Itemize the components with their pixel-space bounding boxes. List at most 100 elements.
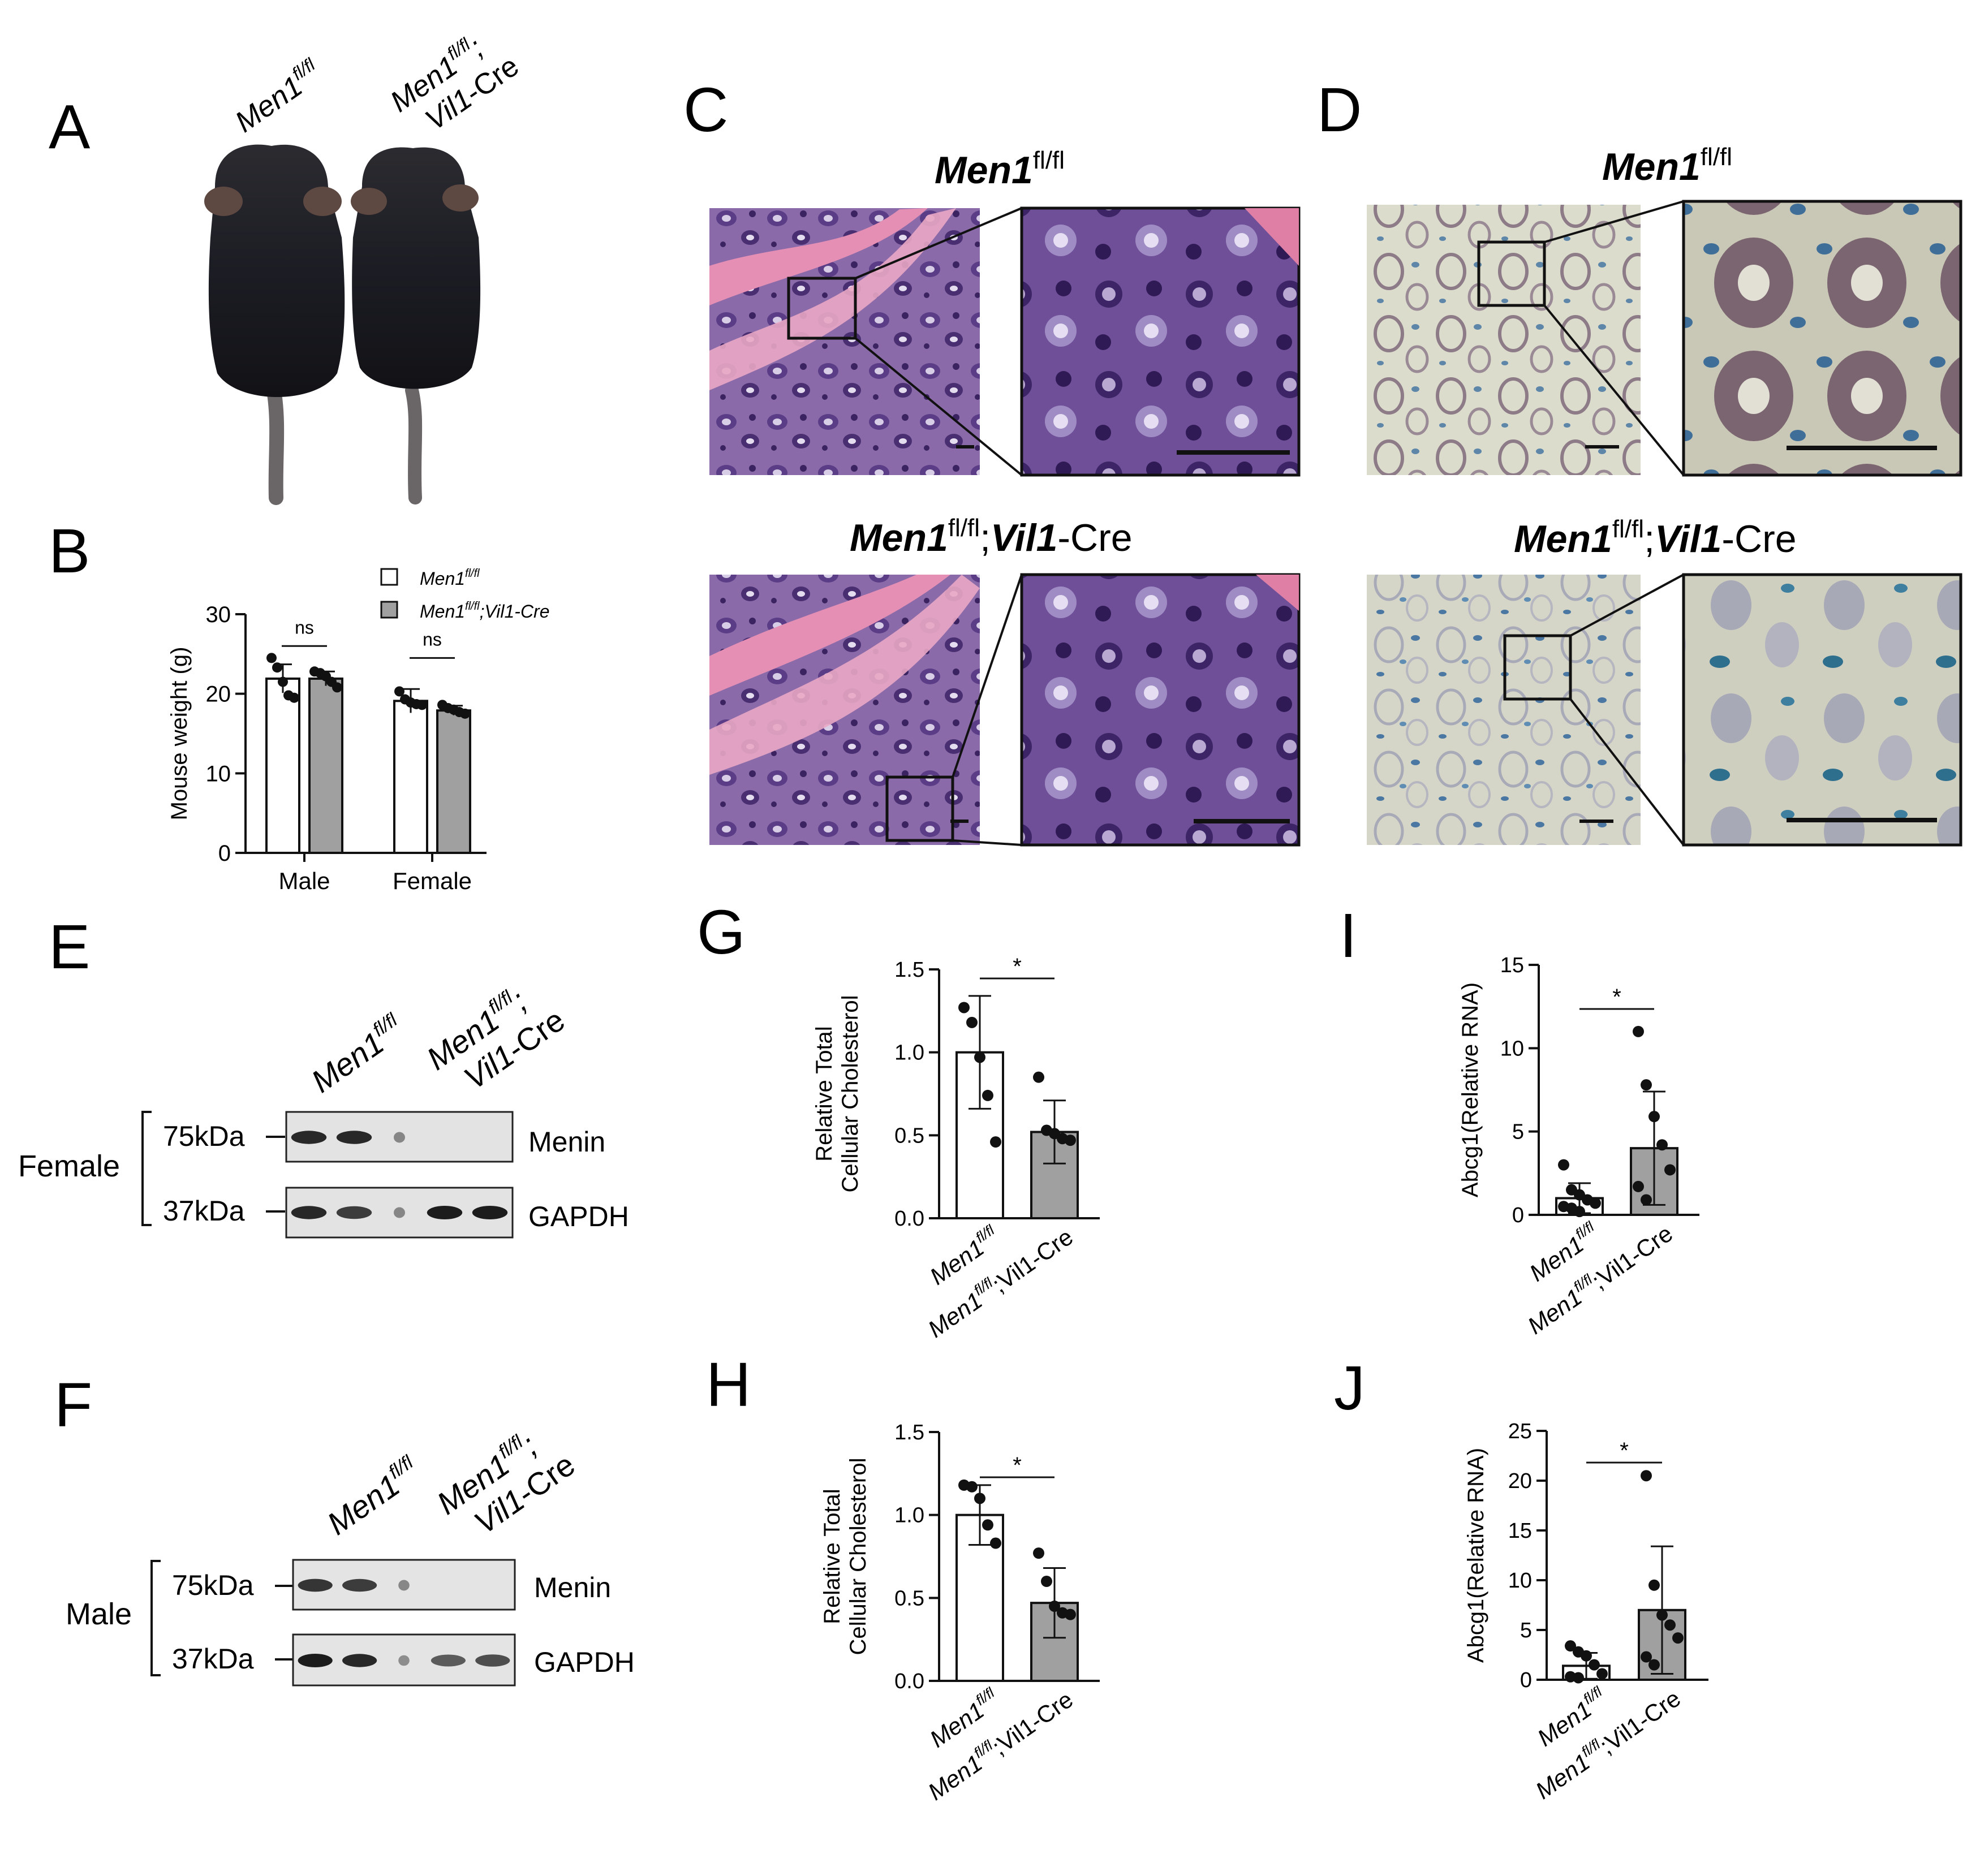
blot-band-menin-lane-2 <box>342 1579 377 1592</box>
chart-j-ytick-label-2: 10 <box>1508 1569 1532 1593</box>
chart-b-point-1-1-5 <box>289 692 299 703</box>
panel-d-title-control: Men1fl/fl <box>1602 143 1732 188</box>
blot-band-menin-lane-1 <box>298 1579 333 1592</box>
panel-letter-B: B <box>49 516 90 586</box>
panel-letter-E: E <box>49 912 90 982</box>
chart-i-ytick-label-3: 15 <box>1500 954 1524 977</box>
chart-i-point-2-3 <box>1648 1111 1660 1123</box>
chart-j-point-2-2 <box>1648 1579 1660 1591</box>
chart-j-point-2-4 <box>1664 1619 1676 1631</box>
chart-g-sig-star: * <box>1013 954 1022 979</box>
chart-h-ytick-label-0: 0.0 <box>894 1670 924 1693</box>
chart-i-ytick-label-2: 10 <box>1500 1037 1524 1060</box>
legend-label-ko: Men1fl/fl;Vil1-Cre <box>420 600 550 622</box>
panel-letter-I: I <box>1340 901 1357 971</box>
chart-j-ytick-label-1: 5 <box>1520 1619 1532 1642</box>
chart-b-point-2-2-5 <box>460 708 470 719</box>
chart-i-ylabel-line-1: Abcg1(Relative RNA) <box>1458 982 1483 1197</box>
chart-j-ytick-label-3: 15 <box>1508 1519 1532 1543</box>
chart-i-ytick-label-0: 0 <box>1512 1204 1524 1227</box>
chart-i-point-2-2 <box>1641 1079 1652 1091</box>
chart-b-ylabel: Mouse weight (g) <box>167 647 192 821</box>
chart-b-bar-2-2 <box>436 709 471 854</box>
blot-band-gapdh-lane-3 <box>394 1207 405 1218</box>
blot-band-gapdh-lane-5 <box>472 1206 508 1219</box>
blot-e-lane-label-control: Men1fl/fl <box>304 1009 411 1099</box>
chart-g-point-2-5 <box>1065 1135 1076 1146</box>
mouse-control <box>204 144 345 505</box>
panel-a-mice-photo: Men1fl/fl Men1fl/fl; Vil1-Cre <box>204 32 525 505</box>
blot-f-lane-label-control: Men1fl/fl <box>320 1451 427 1542</box>
blot-band-gapdh-lane-1 <box>298 1654 333 1667</box>
chart-j-point-1-1 <box>1565 1640 1576 1652</box>
panel-letter-C: C <box>683 75 728 145</box>
chart-h-point-1-4 <box>982 1519 993 1531</box>
blot-e-protein-menin: Menin <box>528 1126 605 1158</box>
chart-b-point-2-1-5 <box>417 700 427 710</box>
panel-letter-A: A <box>49 92 91 162</box>
chart-j-point-2-1 <box>1641 1470 1652 1482</box>
blot-band-gapdh-lane-4 <box>431 1654 466 1667</box>
chart-g-point-1-4 <box>982 1089 993 1101</box>
chart-g-point-1-3 <box>974 1051 985 1063</box>
legend-label-control: Men1fl/fl <box>420 567 480 589</box>
chart-j-point-2-5 <box>1672 1632 1684 1644</box>
chart-j-ytick-label-0: 0 <box>1520 1668 1532 1692</box>
blot-e-marker-37: 37kDa <box>163 1195 245 1227</box>
blot-band-gapdh-lane-3 <box>398 1655 410 1666</box>
ihc-control-highmag <box>1682 200 1962 477</box>
he-control-highmag <box>1020 206 1301 477</box>
chart-i-point-1-8 <box>1574 1206 1585 1218</box>
chart-i-point-1-5 <box>1590 1197 1601 1209</box>
blot-band-gapdh-lane-1 <box>291 1206 327 1219</box>
chart-i-point-2-4 <box>1656 1139 1668 1151</box>
chart-h-point-2-2 <box>1041 1576 1052 1587</box>
chart-g-point-2-1 <box>1033 1071 1044 1083</box>
chart-i-point-2-5 <box>1664 1164 1676 1176</box>
blot-e-marker-75: 75kDa <box>163 1120 245 1152</box>
chart-h-sig-star: * <box>1013 1453 1022 1478</box>
legend-swatch-ko <box>380 601 398 619</box>
panel-e-western-blot: Men1fl/fl Men1fl/fl; Vil1-Cre Female 75k… <box>18 983 629 1239</box>
chart-g-ytick-label-3: 1.5 <box>894 958 924 982</box>
chart-b-sig-label-1: ns <box>295 617 314 637</box>
chart-j-ylabel-line-1: Abcg1(Relative RNA) <box>1464 1448 1488 1663</box>
chart-h-ytick-label-2: 1.0 <box>894 1504 924 1528</box>
chart-h-point-2-3 <box>1049 1601 1060 1612</box>
chart-h-point-2-1 <box>1033 1547 1044 1559</box>
chart-b-point-1-1-2 <box>272 662 282 673</box>
chart-h-ylabel-line-1: Relative Total <box>820 1489 845 1624</box>
chart-i-point-1-1 <box>1558 1159 1569 1171</box>
he-control-lowmag <box>709 208 980 475</box>
chart-g-ytick-label-0: 0.0 <box>894 1207 924 1231</box>
panel-letter-F: F <box>54 1370 92 1440</box>
chart-b-sig-label-2: ns <box>423 629 442 649</box>
chart-j-sig-star: * <box>1620 1438 1629 1463</box>
blot-f-group-label: Male <box>66 1597 132 1631</box>
blot-band-menin-lane-1 <box>291 1131 327 1144</box>
blot-f-marker-37: 37kDa <box>172 1643 254 1675</box>
chart-g-point-1-5 <box>990 1136 1001 1148</box>
ihc-ko-highmag <box>1682 573 1962 847</box>
ihc-ko-lowmag <box>1367 575 1641 845</box>
blot-e-bands <box>291 1131 508 1219</box>
blot-band-gapdh-lane-2 <box>336 1206 372 1219</box>
chart-j-point-1-4 <box>1589 1659 1600 1671</box>
blot-f-bands <box>298 1579 510 1667</box>
chart-j-point-1-3 <box>1581 1650 1592 1662</box>
chart-g-point-1-1 <box>958 1002 970 1014</box>
chart-b-point-1-2-5 <box>332 682 342 693</box>
ihc-control-lowmag <box>1367 205 1641 475</box>
chart-j-point-2-7 <box>1648 1659 1660 1671</box>
panel-letter-J: J <box>1334 1353 1365 1423</box>
chart-j-ytick-label-4: 20 <box>1508 1469 1532 1493</box>
blot-band-gapdh-lane-2 <box>342 1654 377 1667</box>
chart-g-ytick-label-2: 1.0 <box>894 1041 924 1065</box>
